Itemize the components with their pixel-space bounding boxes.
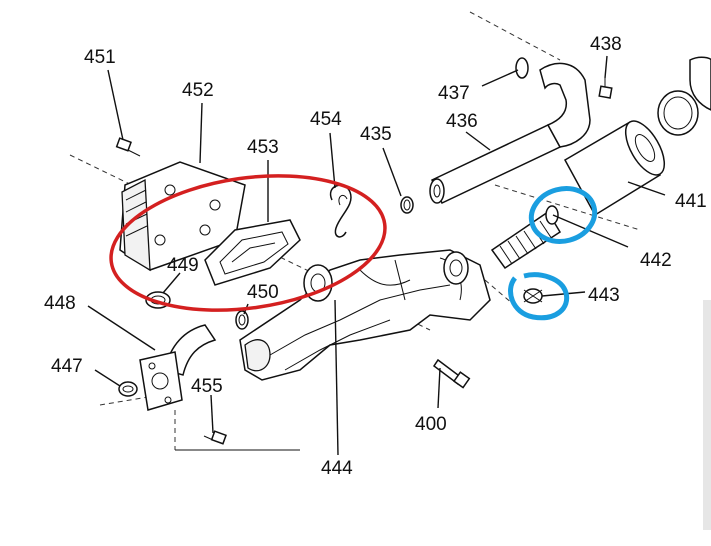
label-437: 437 — [438, 83, 470, 104]
label-455: 455 — [191, 376, 223, 397]
label-454: 454 — [310, 109, 342, 130]
label-453: 453 — [247, 137, 279, 158]
label-449: 449 — [167, 255, 199, 276]
part-452-cooler-block — [119, 161, 246, 272]
part-437-elbow — [515, 57, 591, 148]
part-labels: 451 452 453 454 435 436 437 438 441 442 … — [44, 34, 707, 479]
label-450: 450 — [247, 282, 279, 303]
part-442-spring — [490, 205, 562, 270]
part-400-bolt — [432, 358, 471, 389]
label-444: 444 — [321, 458, 353, 479]
part-topright-ring — [657, 56, 711, 136]
part-448-pipe — [139, 324, 217, 411]
blue-highlight-circle-lower — [508, 272, 570, 321]
label-435: 435 — [360, 124, 392, 145]
part-451-bolt — [115, 137, 141, 157]
label-451: 451 — [84, 47, 116, 68]
label-400: 400 — [415, 414, 447, 435]
blue-highlight-circle-upper — [528, 186, 598, 244]
label-447: 447 — [51, 356, 83, 377]
part-455-bolt — [203, 430, 227, 445]
part-443-valve — [523, 288, 543, 304]
label-452: 452 — [182, 80, 214, 101]
label-441: 441 — [675, 191, 707, 212]
label-436: 436 — [446, 111, 478, 132]
red-highlight-circle — [109, 174, 387, 312]
label-438: 438 — [590, 34, 622, 55]
part-435-oring — [400, 196, 414, 214]
label-448: 448 — [44, 293, 76, 314]
right-edge-panel — [703, 300, 711, 530]
part-450-oring — [235, 310, 249, 330]
label-443: 443 — [588, 285, 620, 306]
part-453-gasket — [204, 219, 301, 286]
part-438-bolt — [598, 78, 613, 99]
part-454-clip — [329, 184, 352, 238]
part-447-oring — [118, 381, 138, 397]
leader-lines — [87, 55, 666, 456]
part-436-tube — [429, 124, 562, 205]
label-442: 442 — [640, 250, 672, 271]
part-444-housing — [239, 249, 491, 381]
